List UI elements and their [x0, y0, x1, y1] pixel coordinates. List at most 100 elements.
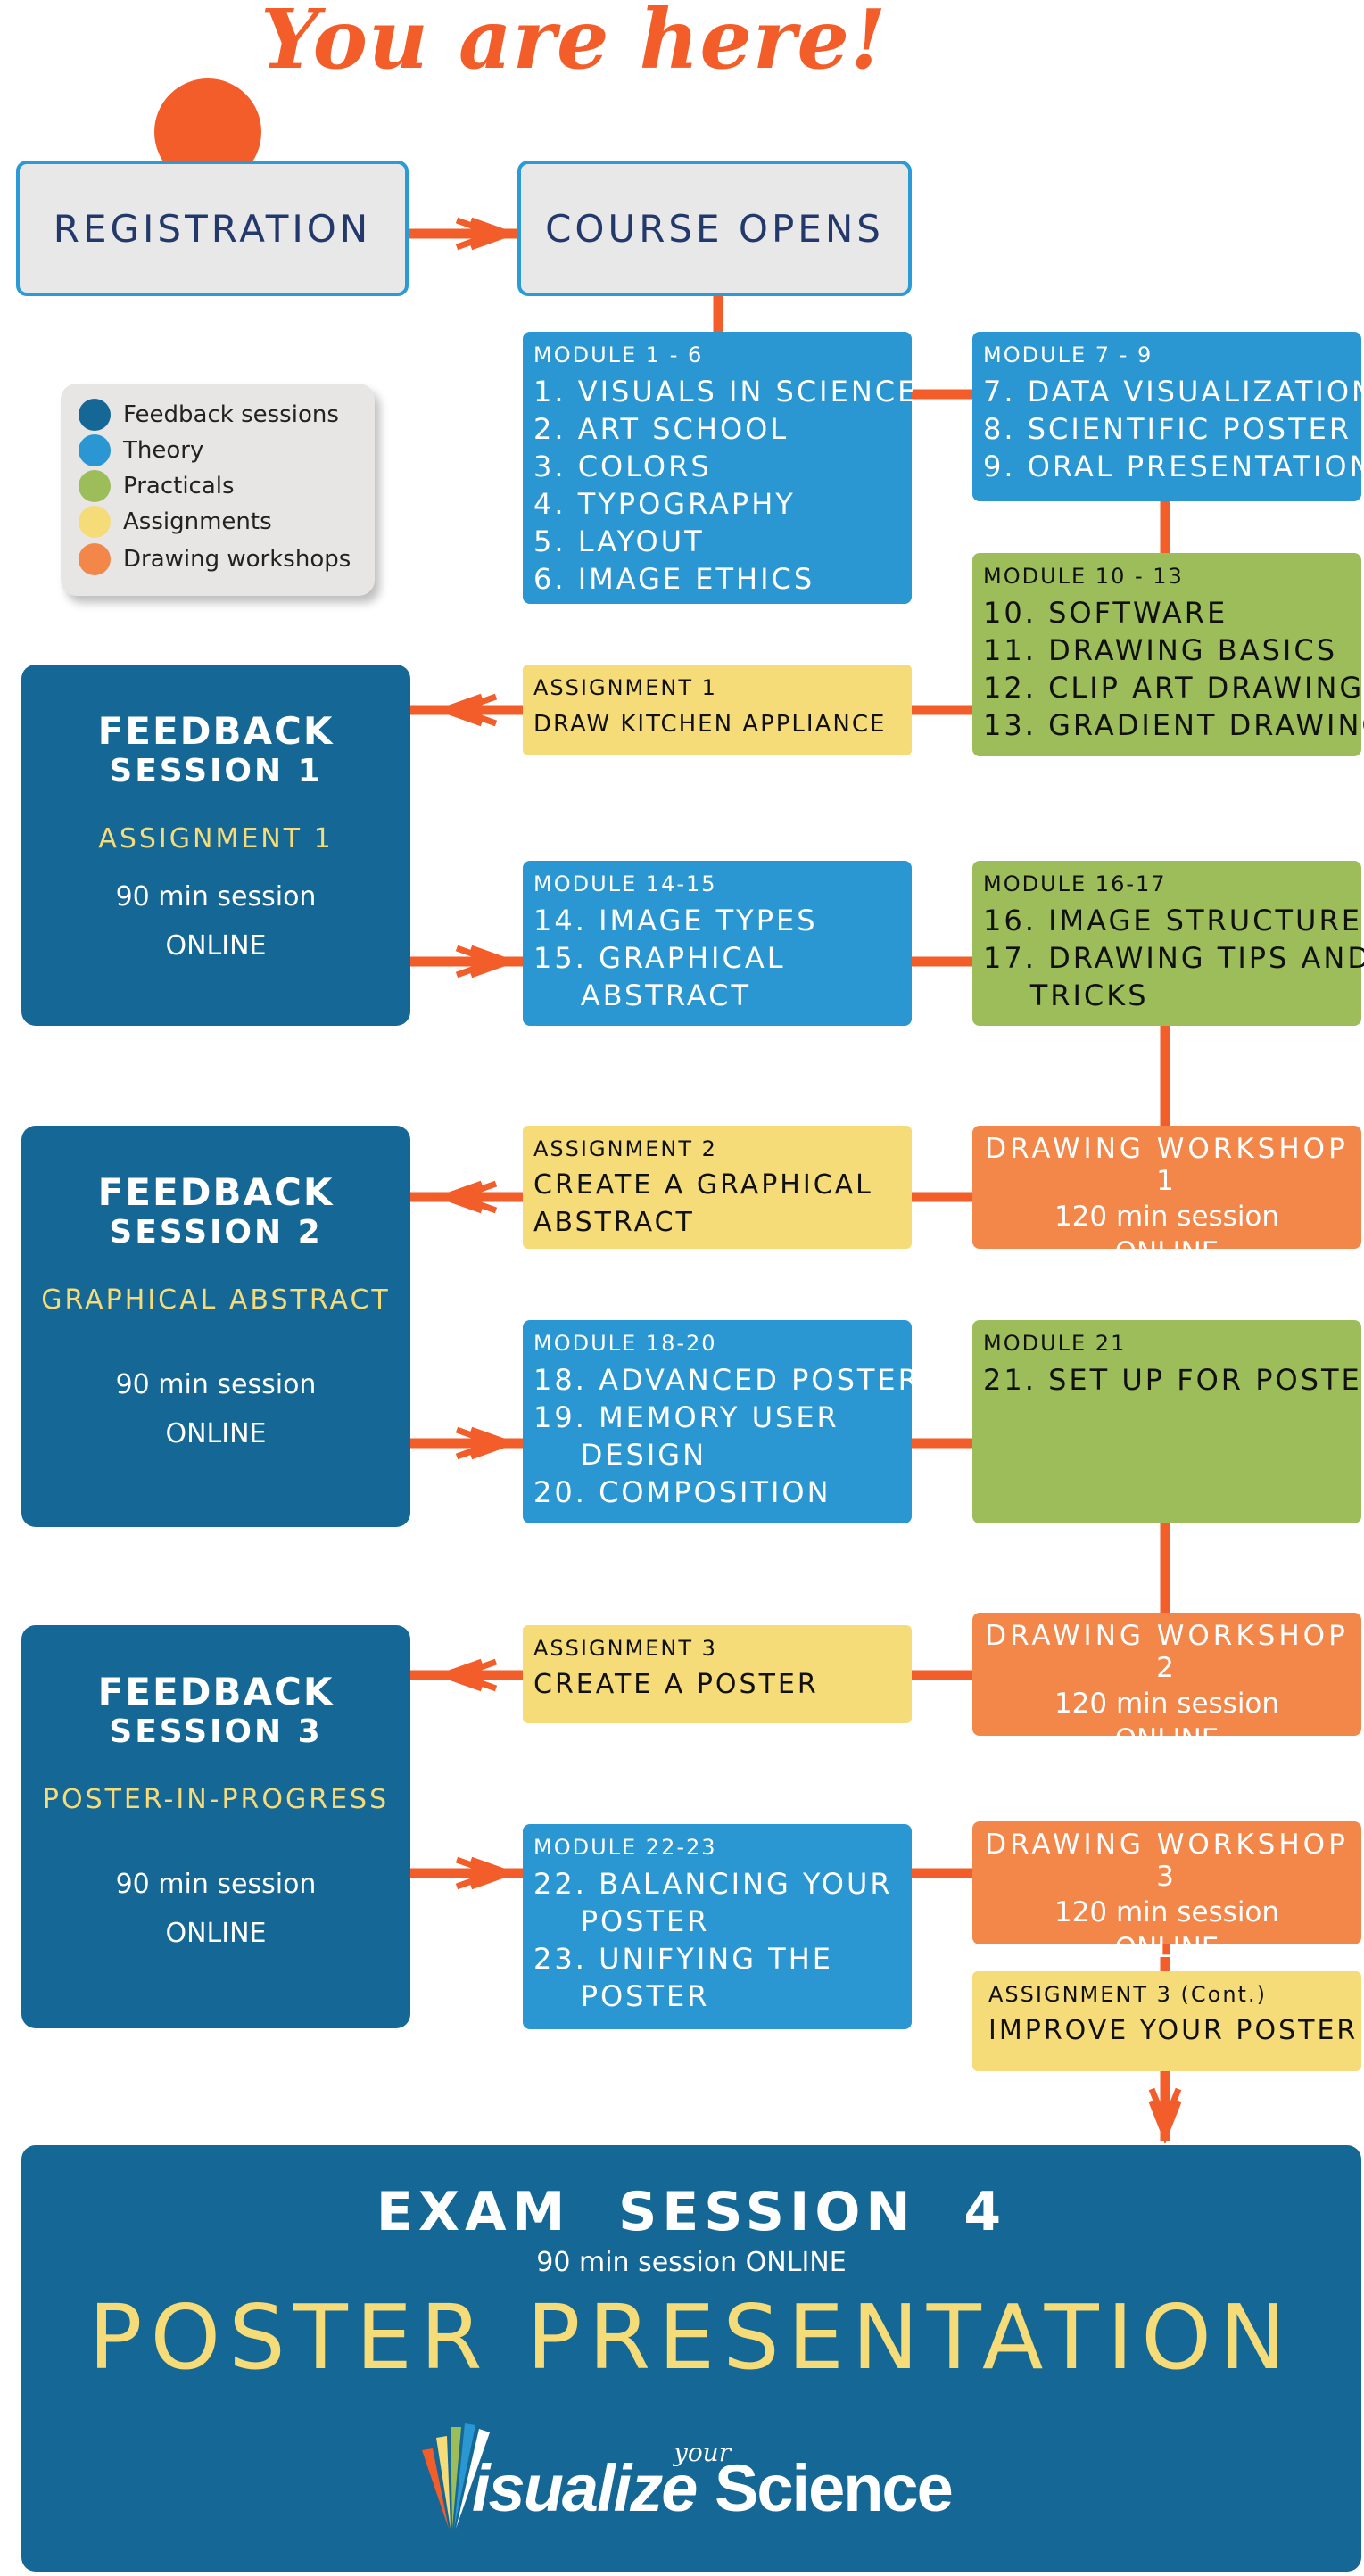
module-item: 19. MEMORY USER — [533, 1400, 839, 1434]
module-item: 4. TYPOGRAPHY — [533, 487, 796, 521]
module-title: MODULE 14-15 — [533, 871, 717, 896]
feedback-mode: ONLINE — [165, 1418, 267, 1449]
feedback-duration: 90 min session — [115, 1869, 317, 1900]
module-item: ABSTRACT — [533, 978, 751, 1012]
module-item: 2. ART SCHOOL — [533, 412, 789, 446]
legend: Feedback sessions Theory Practicals Assi… — [61, 384, 375, 596]
legend-dot-drawing-workshops — [79, 543, 111, 575]
legend-item-drawing-workshops: Drawing workshops — [79, 542, 351, 576]
workshop-duration: 120 min session — [1054, 1688, 1280, 1720]
module-item: 1. VISUALS IN SCIENCE — [533, 375, 919, 409]
workshop-title: DRAWING WORKSHOP 2 — [985, 1620, 1349, 1684]
module-item: 15. GRAPHICAL — [533, 941, 786, 975]
registration-box: REGISTRATION — [16, 161, 409, 296]
logo-fan-icon — [422, 2423, 490, 2529]
module-title: MODULE 18-20 — [533, 1331, 717, 1356]
assignment-body: DRAW KITCHEN APPLIANCE — [533, 711, 887, 738]
legend-label: Assignments — [123, 508, 272, 535]
exam-title: EXAM SESSION 4 — [376, 2181, 1007, 2243]
workshop-title: DRAWING WORKSHOP 1 — [985, 1133, 1349, 1197]
drawing-workshop-2-box: DRAWING WORKSHOP 2 120 min session ONLIN… — [972, 1613, 1361, 1755]
legend-item-assignments: Assignments — [79, 505, 272, 539]
module-7-9-box: MODULE 7 - 9 7. DATA VISUALIZATION 8. SC… — [972, 332, 1364, 501]
module-title: MODULE 21 — [983, 1331, 1127, 1356]
module-item: DESIGN — [533, 1438, 707, 1472]
assignment-body-line: CREATE A GRAPHICAL — [533, 1169, 873, 1201]
legend-dot-practicals — [79, 470, 111, 502]
module-item: 5. LAYOUT — [533, 524, 705, 558]
module-item: 17. DRAWING TIPS AND — [983, 941, 1364, 975]
feedback-session: SESSION 3 — [109, 1713, 323, 1750]
assignment-body-line: IMPROVE YOUR POSTER — [988, 2015, 1359, 2046]
legend-label: Feedback sessions — [123, 401, 339, 428]
module-item: 21. SET UP FOR POSTER — [983, 1363, 1364, 1397]
module-22-23-box: MODULE 22-23 22. BALANCING YOUR POSTER 2… — [523, 1824, 912, 2029]
logo-text-right: Science — [715, 2451, 954, 2525]
legend-item-practicals: Practicals — [79, 469, 235, 503]
exam-subtitle: 90 min session ONLINE — [536, 2247, 847, 2278]
workshop-mode: ONLINE — [1114, 1723, 1219, 1755]
module-item: 20. COMPOSITION — [533, 1475, 831, 1509]
assignment-title: ASSIGNMENT 3 (Cont.) — [988, 1982, 1267, 2007]
feedback-title: FEEDBACK — [97, 709, 335, 753]
module-14-15-box: MODULE 14-15 14. IMAGE TYPES 15. GRAPHIC… — [523, 861, 912, 1026]
module-item: 8. SCIENTIFIC POSTER — [983, 412, 1352, 446]
module-item: POSTER — [533, 1904, 710, 1938]
feedback-session: SESSION 2 — [109, 1214, 323, 1251]
assignment-3-cont-box: ASSIGNMENT 3 (Cont.) IMPROVE YOUR POSTER — [972, 1971, 1361, 2071]
assignment-1-box: ASSIGNMENT 1 DRAW KITCHEN APPLIANCE — [523, 665, 912, 755]
module-title: MODULE 1 - 6 — [533, 343, 704, 367]
assignment-3-box: ASSIGNMENT 3 CREATE A POSTER — [523, 1625, 912, 1723]
drawing-workshop-1-box: DRAWING WORKSHOP 1 120 min session ONLIN… — [972, 1126, 1361, 1268]
assignment-title: ASSIGNMENT 3 — [533, 1636, 717, 1661]
module-item: 18. ADVANCED POSTER — [533, 1363, 921, 1397]
module-10-13-box: MODULE 10 - 13 10. SOFTWARE 11. DRAWING … — [972, 553, 1364, 756]
legend-label: Drawing workshops — [123, 546, 351, 573]
feedback-title: FEEDBACK — [97, 1170, 335, 1214]
legend-label: Practicals — [123, 473, 235, 500]
feedback-duration: 90 min session — [115, 1369, 317, 1400]
exam-session-box: EXAM SESSION 4 90 min session ONLINE POS… — [21, 2145, 1361, 2572]
module-18-20-box: MODULE 18-20 18. ADVANCED POSTER 19. MEM… — [523, 1320, 921, 1523]
drawing-workshop-3-box: DRAWING WORKSHOP 3 120 min session ONLIN… — [972, 1821, 1361, 1964]
feedback-session-2-box: FEEDBACK SESSION 2 GRAPHICAL ABSTRACT 90… — [21, 1126, 410, 1527]
workshop-title: DRAWING WORKSHOP 3 — [985, 1829, 1349, 1893]
module-item: 13. GRADIENT DRAWING — [983, 708, 1364, 742]
module-item: TRICKS — [983, 978, 1149, 1012]
module-item: 11. DRAWING BASICS — [983, 633, 1338, 667]
module-21-box: MODULE 21 21. SET UP FOR POSTER — [972, 1320, 1364, 1523]
assignment-2-box: ASSIGNMENT 2 CREATE A GRAPHICAL ABSTRACT — [523, 1126, 912, 1249]
feedback-topic: GRAPHICAL ABSTRACT — [41, 1284, 391, 1316]
module-item: POSTER — [533, 1979, 710, 2013]
course-opens-box: COURSE OPENS — [517, 161, 912, 296]
legend-dot-theory — [79, 434, 111, 466]
module-item: 23. UNIFYING THE — [533, 1942, 833, 1976]
module-item: 16. IMAGE STRUCTURE — [983, 904, 1362, 937]
logo-text-small: your — [674, 2438, 732, 2467]
exam-topic: POSTER PRESENTATION — [88, 2285, 1294, 2390]
workshop-mode: ONLINE — [1114, 1236, 1219, 1268]
workshop-mode: ONLINE — [1114, 1932, 1219, 1964]
module-item: 22. BALANCING YOUR — [533, 1867, 893, 1901]
module-item: 14. IMAGE TYPES — [533, 904, 818, 937]
module-title: MODULE 22-23 — [533, 1835, 717, 1860]
feedback-duration: 90 min session — [115, 881, 317, 912]
legend-dot-assignments — [79, 506, 111, 538]
module-title: MODULE 7 - 9 — [983, 343, 1153, 367]
feedback-session: SESSION 1 — [109, 753, 323, 789]
feedback-session-1-box: FEEDBACK SESSION 1 ASSIGNMENT 1 90 min s… — [21, 665, 410, 1026]
feedback-session-3-box: FEEDBACK SESSION 3 POSTER-IN-PROGRESS 90… — [21, 1625, 410, 2028]
module-title: MODULE 10 - 13 — [983, 564, 1184, 589]
legend-item-theory: Theory — [79, 433, 203, 467]
module-16-17-box: MODULE 16-17 16. IMAGE STRUCTURE 17. DRA… — [972, 861, 1364, 1026]
assignment-title: ASSIGNMENT 1 — [533, 675, 717, 700]
feedback-topic: POSTER-IN-PROGRESS — [42, 1784, 390, 1815]
legend-item-feedback: Feedback sessions — [79, 398, 339, 432]
assignment-title: ASSIGNMENT 2 — [533, 1136, 717, 1161]
feedback-title: FEEDBACK — [97, 1670, 335, 1713]
legend-dot-feedback — [79, 399, 111, 431]
module-title: MODULE 16-17 — [983, 871, 1167, 896]
workshop-duration: 120 min session — [1054, 1201, 1280, 1233]
module-item: 7. DATA VISUALIZATION — [983, 375, 1364, 409]
legend-label: Theory — [123, 437, 204, 464]
